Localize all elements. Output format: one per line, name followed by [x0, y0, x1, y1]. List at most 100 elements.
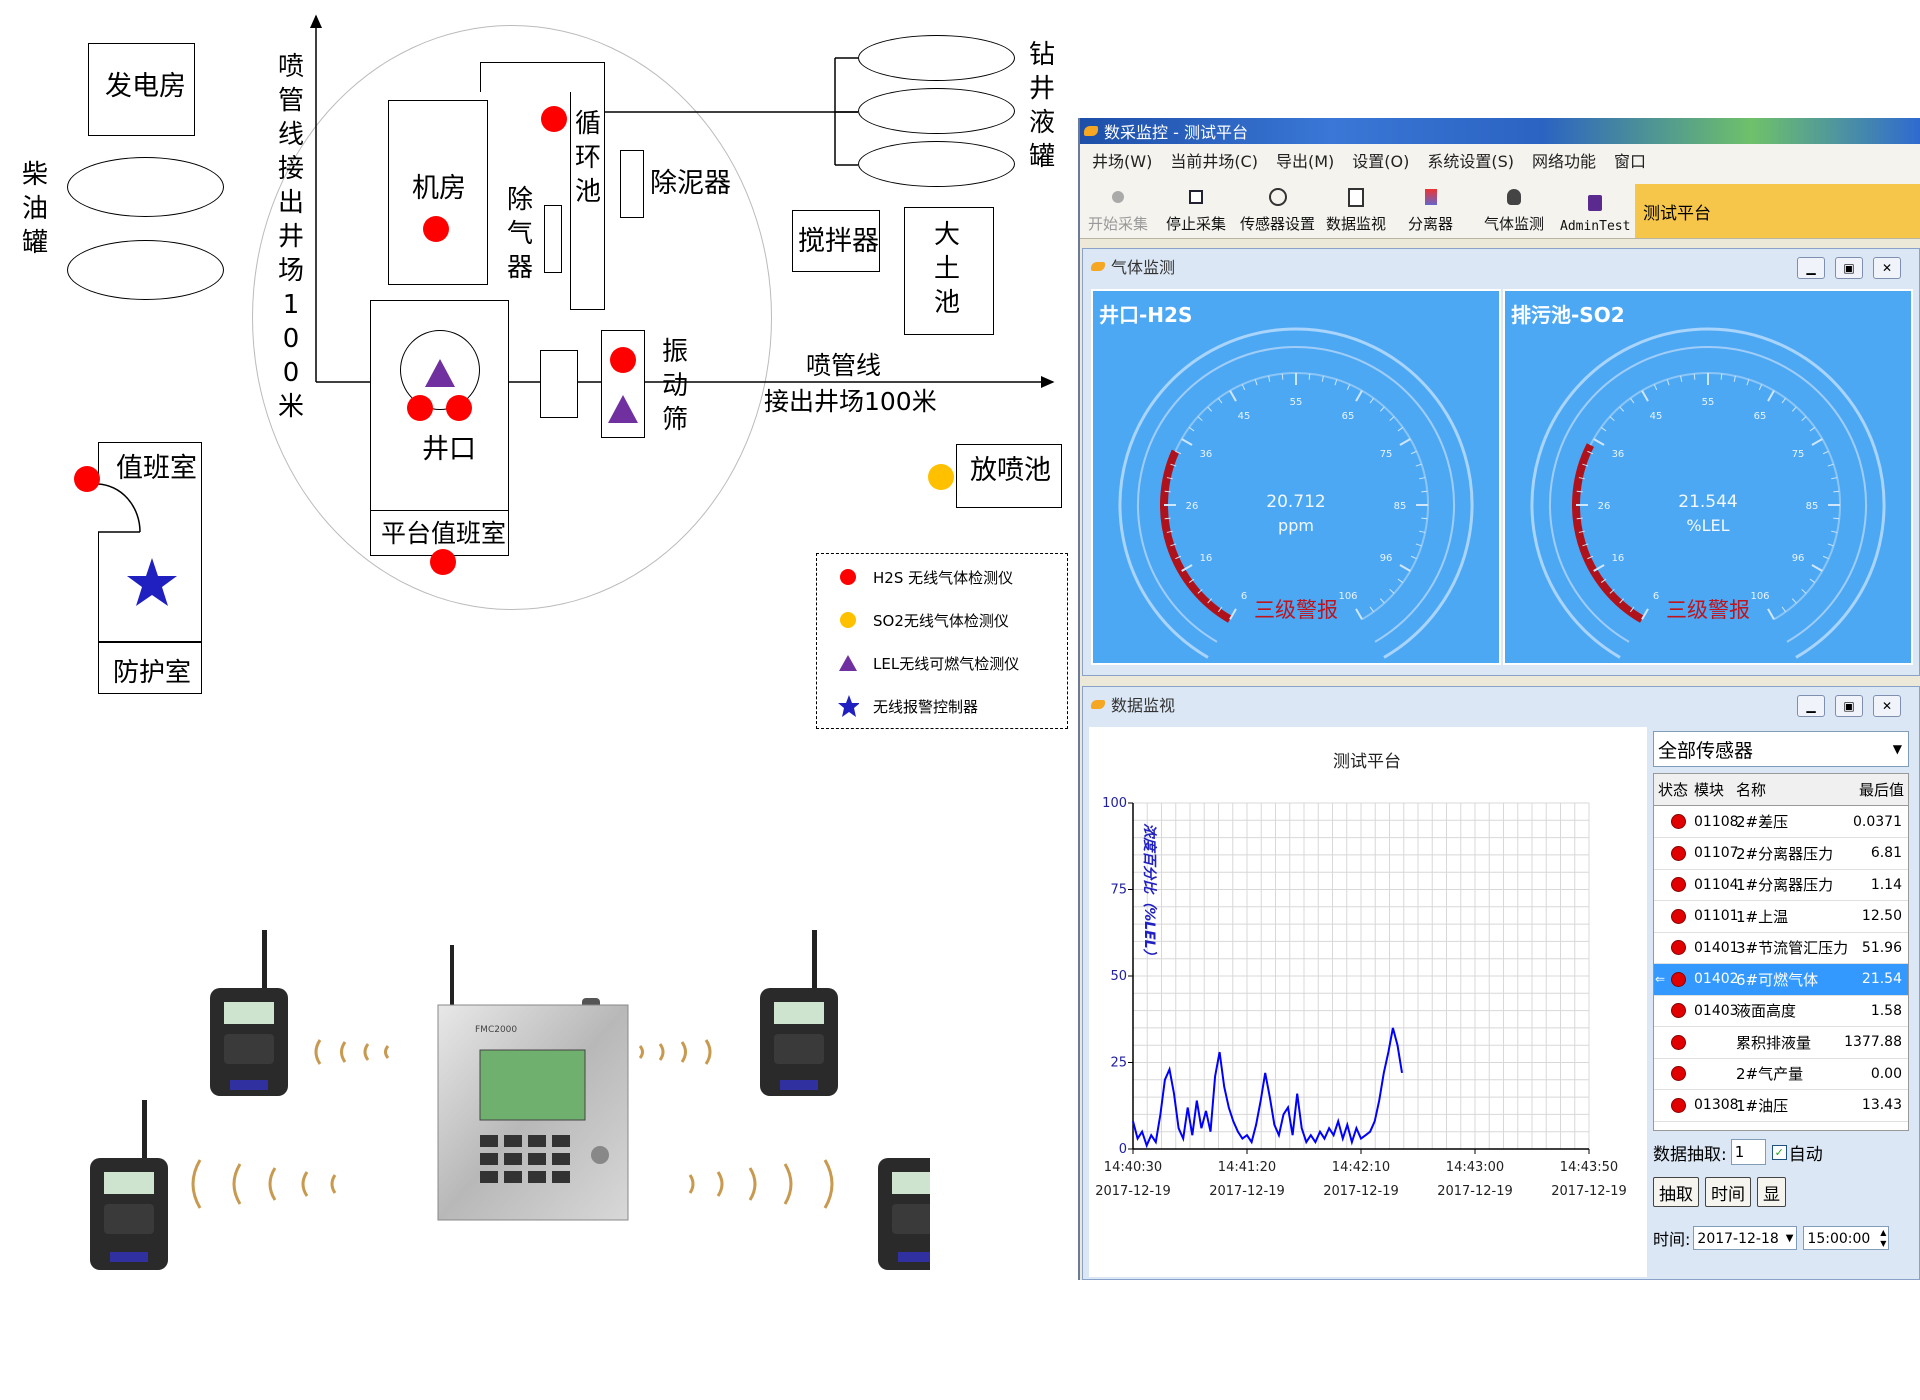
module-id: 01402 [1694, 971, 1739, 987]
data-extract-label: 数据抽取: [1653, 1144, 1727, 1165]
h2s-detector-vibrating-screen [610, 347, 636, 373]
gas-monitor-button[interactable]: 气体监测 [1484, 180, 1544, 234]
sensor-name: 3#节流管汇压力 [1736, 939, 1849, 957]
y-tick-label: 0 [1119, 1142, 1127, 1157]
data-extract-input[interactable]: 1 [1730, 1139, 1766, 1165]
gauge-tick [1578, 477, 1585, 480]
gauge-tick [1619, 598, 1625, 604]
gauge-tick [1833, 490, 1840, 493]
h2s-detector-engine-room [423, 216, 449, 242]
time-spinner[interactable]: 15:00:00 ▲▼ [1803, 1226, 1890, 1250]
legend-item-h2s: H2S 无线气体检测仪 [837, 562, 1013, 592]
gauge-tick [1419, 477, 1426, 480]
gauge-unit: %LEL [1686, 516, 1729, 535]
close-button[interactable]: ✕ [1873, 695, 1901, 717]
purple-triangle-icon [837, 652, 859, 674]
menu-system-settings[interactable]: 系统设置(S) [1427, 152, 1515, 171]
start-collect-button[interactable]: 开始采集 [1088, 180, 1148, 234]
menu-bar: 井场(W) 当前井场(C) 导出(M) 设置(O) 系统设置(S) 网络功能 窗… [1080, 144, 1920, 176]
date-picker[interactable]: 2017-12-18 ▼ [1693, 1226, 1798, 1250]
admin-icon [1585, 193, 1605, 213]
gauge-tick [1355, 390, 1363, 402]
time-button[interactable]: 时间 [1705, 1177, 1751, 1207]
menu-settings[interactable]: 设置(O) [1352, 152, 1410, 171]
alarm-controller-star [127, 558, 177, 606]
close-button[interactable]: ✕ [1873, 257, 1901, 279]
degasser-label: 除气器 [506, 185, 533, 283]
generator-room [88, 43, 195, 136]
red-circle-icon [837, 566, 859, 588]
column-header[interactable]: 最后值 [1858, 781, 1904, 799]
detector-top-left [210, 930, 288, 1096]
sensor-name: 6#可燃气体 [1736, 970, 1819, 989]
gauge-tick-label: 75 [1380, 449, 1393, 460]
last-value: 0.0371 [1853, 813, 1902, 830]
gauge-tick-label: 26 [1598, 501, 1611, 512]
data-monitor-button[interactable]: 数据监视 [1326, 180, 1386, 234]
circulation-tank [570, 92, 605, 310]
gauge-tick [1334, 379, 1338, 386]
sensor-settings-button[interactable]: 传感器设置 [1240, 180, 1315, 234]
column-header[interactable]: 状态 [1658, 781, 1689, 799]
x-tick-date-label: 2017-12-19 [1551, 1184, 1627, 1199]
gauge-tick [1641, 390, 1649, 402]
sensor-select[interactable]: 全部传感器 ▼ [1653, 731, 1909, 767]
gauge-tick [1609, 416, 1615, 422]
extract-button[interactable]: 抽取 [1653, 1177, 1699, 1207]
sensor-name: 1#上温 [1736, 907, 1789, 926]
restore-button[interactable]: ▣ [1835, 695, 1863, 717]
minimize-button[interactable]: ▁ [1797, 695, 1825, 717]
legend-item-so2: SO2无线气体检测仪 [837, 605, 1009, 635]
sensor-table-header: 状态 模块 名称 最后值 [1654, 774, 1908, 806]
gauge-tick [1415, 463, 1422, 467]
last-value: 0.00 [1870, 1065, 1902, 1082]
menu-wellsite[interactable]: 井场(W) [1092, 152, 1153, 171]
y-tick-label: 100 [1102, 796, 1127, 811]
gauge-tick [1582, 543, 1589, 547]
action-buttons: 抽取 时间 显 [1653, 1177, 1786, 1207]
menu-current-wellsite[interactable]: 当前井场(C) [1170, 152, 1258, 171]
gauge-tick [1170, 543, 1177, 547]
engine-room [388, 100, 488, 285]
show-button[interactable]: 显 [1757, 1177, 1786, 1207]
gauge-alarm-label: 三级警报 [1254, 598, 1338, 622]
chevron-down-icon: ▼ [1785, 1233, 1794, 1244]
auto-checkbox[interactable]: ✓ [1771, 1144, 1787, 1160]
last-value: 1.14 [1870, 876, 1902, 893]
separator-button[interactable]: 分离器 [1408, 180, 1453, 234]
menu-export[interactable]: 导出(M) [1275, 152, 1335, 171]
chart-title: 测试平台 [1333, 752, 1401, 772]
column-header[interactable]: 名称 [1736, 781, 1767, 799]
gauge-tick [1791, 598, 1797, 604]
gauge-outer-ring [1530, 327, 1886, 659]
gauge-tick [1809, 578, 1816, 583]
date-value: 2017-12-18 [1697, 1231, 1779, 1247]
gauge-tick [1831, 530, 1838, 533]
restore-button[interactable]: ▣ [1835, 257, 1863, 279]
last-value: 51.96 [1861, 939, 1902, 956]
column-header[interactable]: 模块 [1694, 781, 1725, 799]
gauge-tick-label: 6 [1241, 591, 1247, 602]
admin-test-button[interactable]: AdminTest [1560, 180, 1630, 234]
time-value: 15:00:00 [1807, 1231, 1871, 1247]
gauge-tick [1207, 598, 1213, 604]
menu-network[interactable]: 网络功能 [1532, 152, 1597, 171]
gauge-tick [1166, 477, 1173, 480]
menu-window[interactable]: 窗口 [1614, 152, 1647, 171]
gauge-tick [1164, 517, 1171, 520]
minimize-button[interactable]: ▁ [1797, 257, 1825, 279]
line-junction-box [540, 350, 578, 418]
earth-pit [904, 207, 994, 335]
stop-collect-button[interactable]: 停止采集 [1166, 180, 1226, 234]
